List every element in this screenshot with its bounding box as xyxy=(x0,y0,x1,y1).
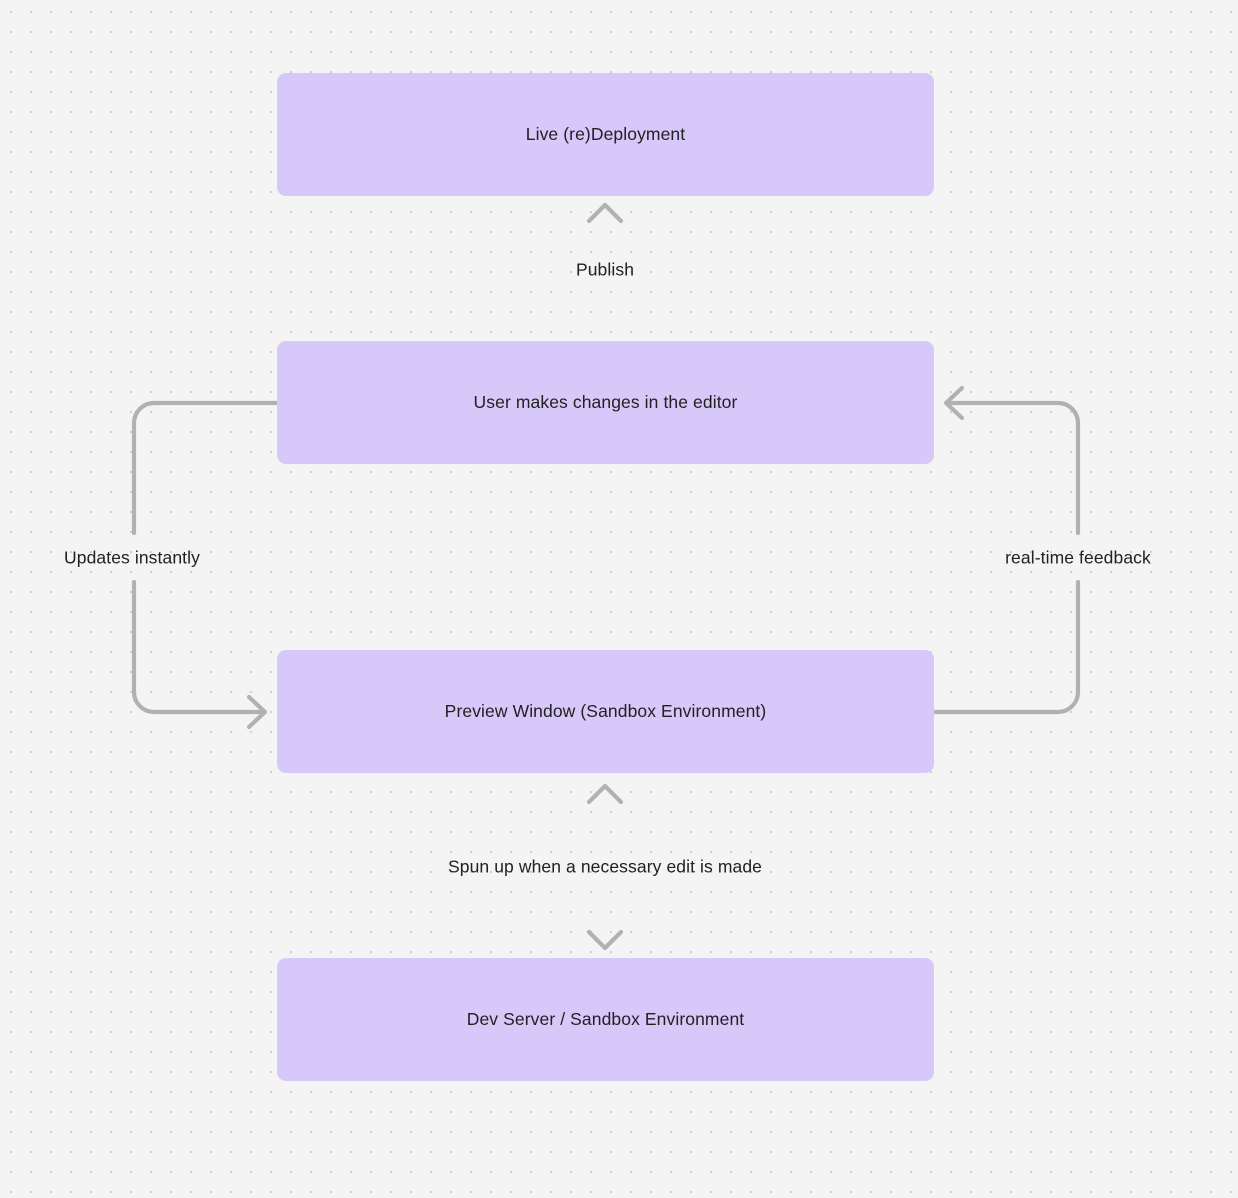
edge-updates-lower-segment xyxy=(131,579,265,715)
edge-label-publish[interactable]: Publish xyxy=(575,259,635,280)
edge-realtime-lower-segment xyxy=(931,579,1081,715)
edge-label-updates-instantly[interactable]: Updates instantly xyxy=(64,547,200,568)
edge-label-spun-up[interactable]: Spun up when a necessary edit is made xyxy=(447,856,763,877)
node-dev-server[interactable]: Dev Server / Sandbox Environment xyxy=(277,958,934,1081)
node-live-deployment[interactable]: Live (re)Deployment xyxy=(277,73,934,196)
edge-spunup-arrowhead-down-icon xyxy=(586,929,624,951)
node-dev-server-label: Dev Server / Sandbox Environment xyxy=(466,1009,745,1030)
edge-realtime-arrowhead-icon xyxy=(943,385,965,421)
edge-updates-upper-segment xyxy=(131,400,280,536)
edge-updates-arrowhead-icon xyxy=(246,694,268,730)
node-user-edit[interactable]: User makes changes in the editor xyxy=(277,341,934,464)
edge-spunup-arrowhead-up-icon xyxy=(586,783,624,805)
node-preview-window[interactable]: Preview Window (Sandbox Environment) xyxy=(277,650,934,773)
edge-publish-arrowhead-icon xyxy=(586,202,624,224)
node-preview-window-label: Preview Window (Sandbox Environment) xyxy=(444,701,767,722)
edge-realtime-upper-segment xyxy=(946,400,1081,536)
edge-label-real-time-feedback[interactable]: real-time feedback xyxy=(1005,547,1151,568)
node-user-edit-label: User makes changes in the editor xyxy=(473,392,738,413)
node-live-deployment-label: Live (re)Deployment xyxy=(525,124,686,145)
